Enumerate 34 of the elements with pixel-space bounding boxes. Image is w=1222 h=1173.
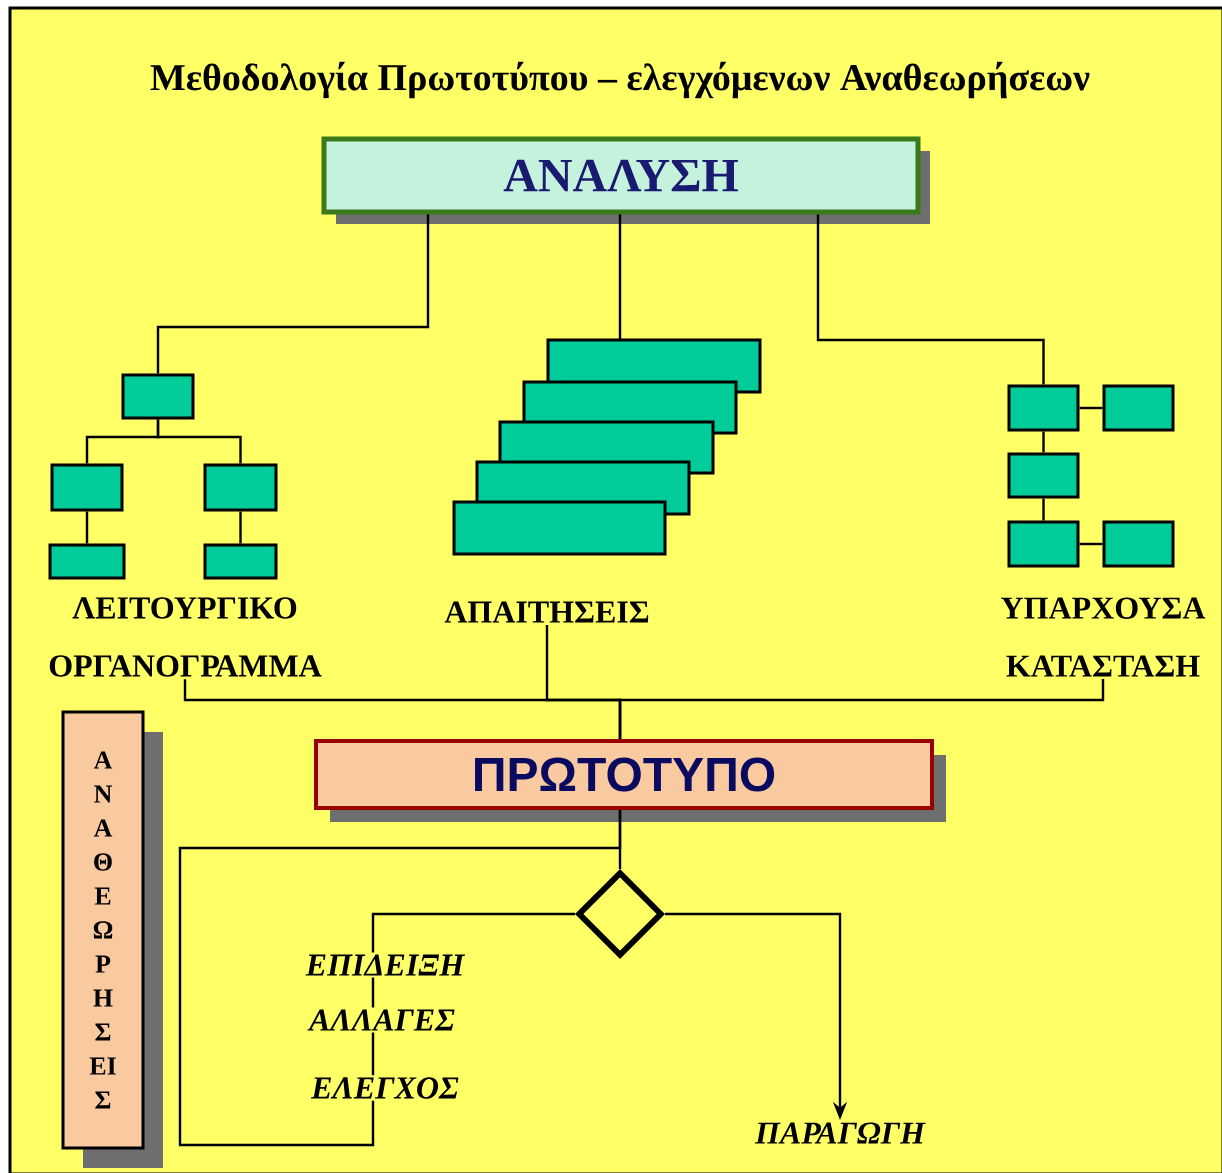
step-label: ΑΛΛΑΓΕΣ [307, 1007, 457, 1033]
chart-box [1102, 520, 1175, 568]
caption-text: ΥΠΑΡΧΟΥΣΑ ΚΑΤΑΣΤΑΣΗ [1001, 597, 1206, 677]
vertical-label-box: Α Ν Α Θ Ε Ω Ρ Η Σ ΕΙ Σ [61, 710, 163, 1168]
connector [239, 511, 242, 544]
connector [1042, 431, 1045, 453]
chart-box [452, 500, 667, 556]
chart-box [1102, 384, 1175, 432]
step-label: ΕΠΙΔΕΙΞΗ [303, 952, 467, 978]
connector [178, 810, 622, 1147]
process-box: ΠΡΩΤΟΤΥΠΟ [314, 739, 946, 822]
connector [156, 214, 430, 374]
connector [1079, 542, 1103, 546]
chart-box [121, 373, 195, 420]
connector [1042, 498, 1045, 521]
outcome-text: ΠΑΡΑΓΩΓΗ [754, 1122, 926, 1144]
connector [156, 419, 242, 464]
chart-box [48, 543, 126, 580]
connector [1079, 406, 1103, 410]
connector [85, 511, 89, 544]
process-box: ΑΝΑΛΥΣΗ [321, 136, 930, 224]
chart-box [1007, 452, 1080, 499]
connector [816, 214, 1045, 385]
title: Μεθοδολογία Πρωτοτύπου – ελεγχόμενων Αναθεωρήσεων [150, 61, 1090, 99]
step-label: ΕΛΕΓΧΟΣ [309, 1075, 461, 1101]
connector [618, 679, 1105, 739]
chart-box [50, 463, 124, 512]
chart-box [1007, 384, 1080, 432]
chart-box [203, 463, 278, 512]
caption-text: ΛΕΙΤΟΥΡΓΙΚΟ ΟΡΓΑΝΟΓΡΑΜΜΑ [49, 597, 322, 677]
chart-box [203, 543, 278, 580]
connector [618, 214, 622, 340]
caption-text: ΑΠΑΙΤΗΣΕΙΣ [444, 601, 649, 623]
chart-box [1007, 520, 1080, 568]
